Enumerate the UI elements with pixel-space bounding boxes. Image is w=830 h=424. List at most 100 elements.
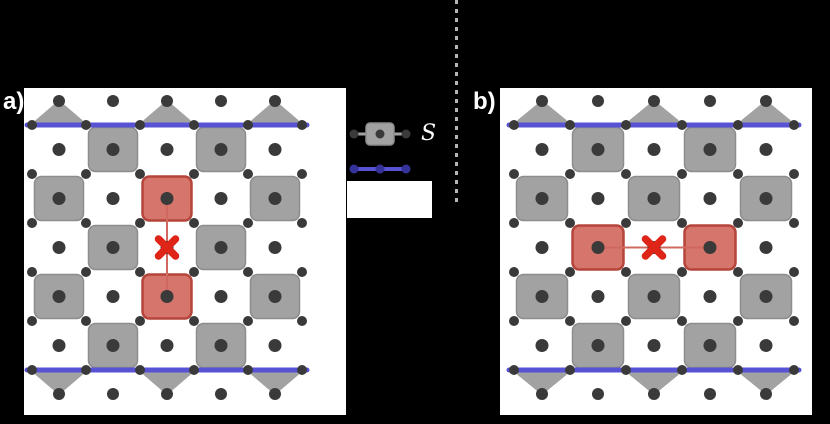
bottom-boundary-qubit-dot (760, 388, 772, 400)
vertex-qubit-dot (189, 267, 199, 277)
bottom-boundary-qubit-dot (215, 388, 227, 400)
vertex-qubit-dot (243, 218, 253, 228)
bottom-boundary-qubit-dot (648, 388, 660, 400)
plaquette-qubit-dot (647, 339, 661, 352)
error-x-marker (154, 235, 180, 260)
vertex-qubit-dot (789, 267, 799, 277)
plaquette-qubit-dot (214, 241, 228, 254)
plaquette-qubit-dot (591, 143, 605, 156)
boundary-triangle-top (35, 101, 83, 125)
plaquette-qubit-dot (106, 192, 120, 205)
vertex-qubit-dot (733, 267, 743, 277)
vertex-qubit-dot (677, 169, 687, 179)
vertex-qubit-dot (565, 120, 575, 130)
vertex-qubit-dot (297, 169, 307, 179)
vertex-qubit-dot (297, 120, 307, 130)
vertex-qubit-dot (509, 365, 519, 375)
vertex-qubit-dot (789, 365, 799, 375)
plaquette-qubit-dot (52, 143, 66, 156)
plaquette-qubit-dot (647, 143, 661, 156)
bottom-boundary-qubit-dot (107, 388, 119, 400)
vertex-qubit-dot (297, 316, 307, 326)
plaquette-qubit-dot (268, 192, 282, 205)
boundary-triangle-bottom (35, 370, 83, 394)
vertex-qubit-dot (297, 365, 307, 375)
vertex-qubit-dot (297, 218, 307, 228)
vertex-qubit-dot (189, 169, 199, 179)
bottom-boundary-qubit-dot (161, 388, 173, 400)
top-boundary-qubit-dot (215, 95, 227, 107)
boundary-triangle-bottom (629, 370, 679, 394)
plaquette-qubit-dot (759, 143, 773, 156)
vertex-qubit-dot (565, 316, 575, 326)
legend-item-boundary (349, 162, 421, 176)
plaquette-qubit-dot (703, 339, 717, 352)
vertex-qubit-dot (621, 267, 631, 277)
plaquette-qubit-dot (759, 290, 773, 303)
lattice-diagram-b (506, 95, 802, 400)
vertex-qubit-dot (135, 365, 145, 375)
vertex-qubit-dot (189, 365, 199, 375)
plaquette-qubit-dot (703, 290, 717, 303)
plaquette-qubit-dot (214, 339, 228, 352)
vertex-qubit-dot (733, 218, 743, 228)
plaquette-qubit-dot (703, 143, 717, 156)
vertex-qubit-dot (81, 316, 91, 326)
bottom-boundary-qubit-dot (704, 388, 716, 400)
plaquette-qubit-dot (268, 290, 282, 303)
top-boundary-qubit-dot (704, 95, 716, 107)
top-boundary-qubit-dot (107, 95, 119, 107)
vertex-qubit-dot (565, 267, 575, 277)
vertex-qubit-dot (243, 316, 253, 326)
panel-b (500, 88, 812, 415)
boundary-legend-marker-icon (349, 164, 411, 174)
vertex-qubit-dot (509, 120, 519, 130)
top-boundary-qubit-dot (760, 95, 772, 107)
vertex-qubit-dot (81, 169, 91, 179)
vertex-qubit-dot (135, 120, 145, 130)
plaquette-qubit-dot (268, 339, 282, 352)
bottom-boundary-qubit-dot (592, 388, 604, 400)
plaquette-qubit-dot (647, 290, 661, 303)
vertex-qubit-dot (509, 169, 519, 179)
vertex-qubit-dot (189, 120, 199, 130)
vertex-qubit-dot (677, 316, 687, 326)
vertex-qubit-dot (621, 169, 631, 179)
plaquette-qubit-dot (591, 339, 605, 352)
boundary-triangle-bottom (741, 370, 791, 394)
vertex-qubit-dot (789, 169, 799, 179)
boundary-triangle-top (517, 101, 567, 125)
plaquette-qubit-dot (106, 143, 120, 156)
stabilizer-legend-marker-icon (349, 122, 411, 146)
boundary-triangle-bottom (517, 370, 567, 394)
plaquette-qubit-dot (535, 241, 549, 254)
vertex-qubit-dot (243, 365, 253, 375)
plaquette-qubit-dot (52, 339, 66, 352)
vertex-qubit-dot (27, 120, 37, 130)
top-boundary-qubit-dot (53, 95, 65, 107)
vertex-qubit-dot (81, 267, 91, 277)
vertex-qubit-dot (135, 316, 145, 326)
top-boundary-qubit-dot (592, 95, 604, 107)
vertex-qubit-dot (27, 316, 37, 326)
bottom-boundary-qubit-dot (536, 388, 548, 400)
vertex-qubit-dot (27, 267, 37, 277)
plaquette-qubit-dot (106, 241, 120, 254)
plaquette-qubit-dot (591, 192, 605, 205)
vertex-qubit-dot (733, 120, 743, 130)
plaquette-qubit-dot (535, 143, 549, 156)
vertex-qubit-dot (677, 218, 687, 228)
plaquette-qubit-dot (52, 192, 66, 205)
vertex-qubit-dot (509, 218, 519, 228)
vertex-qubit-dot (189, 218, 199, 228)
plaquette-qubit-dot (160, 339, 174, 352)
plaquette-qubit-dot (591, 290, 605, 303)
vertex-qubit-dot (733, 169, 743, 179)
plaquette-qubit-dot (160, 143, 174, 156)
vertex-qubit-dot (81, 218, 91, 228)
vertex-qubit-dot (135, 267, 145, 277)
vertex-qubit-dot (297, 267, 307, 277)
vertex-qubit-dot (789, 316, 799, 326)
panel-a (24, 88, 346, 415)
